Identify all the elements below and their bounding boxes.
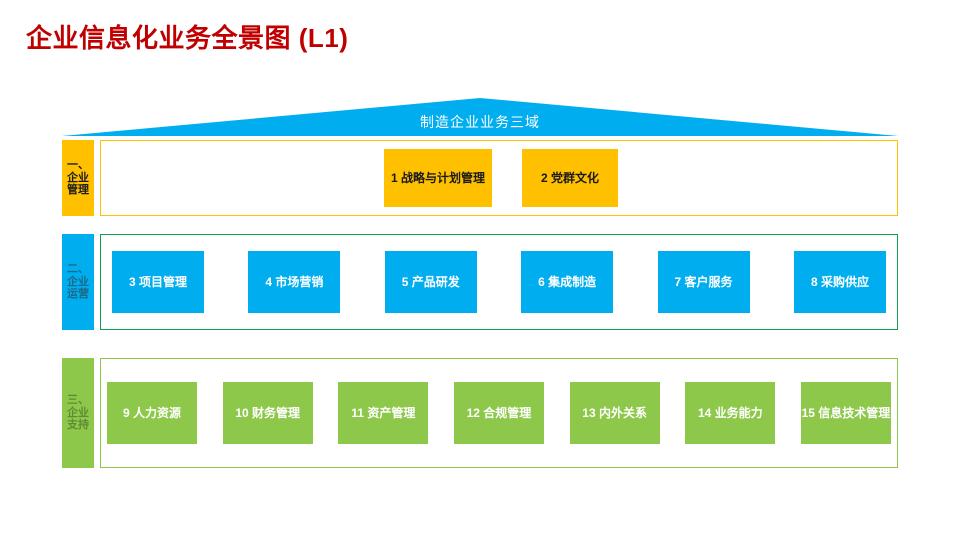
capability-box-12[interactable]: 12 合规管理	[453, 382, 544, 444]
row-tab-support[interactable]: 三、企业支持	[62, 358, 94, 468]
capability-box-3[interactable]: 3 项目管理	[112, 251, 204, 313]
row-boxes-support: 9 人力资源 10 财务管理 11 资产管理 12 合规管理 13 内外关系 1…	[100, 358, 898, 468]
page-title: 企业信息化业务全景图 (L1)	[26, 23, 349, 53]
roof-banner: 制造企业业务三域	[62, 98, 898, 136]
row-frame-management	[100, 140, 898, 216]
capability-box-8[interactable]: 8 采购供应	[793, 251, 886, 313]
capability-box-1[interactable]: 1 战略与计划管理	[384, 149, 492, 207]
capability-box-4[interactable]: 4 市场营销	[248, 251, 341, 313]
capability-box-14[interactable]: 14 业务能力	[685, 382, 776, 444]
row-enterprise-management: 一、企业管理 1 战略与计划管理 2 党群文化	[62, 140, 898, 216]
row-frame-operations	[100, 234, 898, 330]
row-tab-operations[interactable]: 二、企业运营	[62, 234, 94, 330]
row-tab-label-management: 一、企业管理	[67, 158, 89, 197]
row-boxes-operations: 3 项目管理 4 市场营销 5 产品研发 6 集成制造 7 客户服务 8 采购供…	[100, 234, 898, 330]
capability-box-11[interactable]: 11 资产管理	[338, 382, 429, 444]
capability-box-9[interactable]: 9 人力资源	[107, 382, 197, 444]
row-tab-management[interactable]: 一、企业管理	[62, 140, 94, 216]
row-enterprise-operations: 二、企业运营 3 项目管理 4 市场营销 5 产品研发 6 集成制造 7 客户服…	[62, 234, 898, 330]
capability-box-2[interactable]: 2 党群文化	[522, 149, 618, 207]
row-tab-label-support: 三、企业支持	[67, 393, 89, 432]
capability-box-10[interactable]: 10 财务管理	[222, 382, 313, 444]
capability-box-7[interactable]: 7 客户服务	[657, 251, 750, 313]
roof-label: 制造企业业务三域	[420, 114, 540, 130]
row-tab-label-operations: 二、企业运营	[67, 262, 89, 301]
capability-box-13[interactable]: 13 内外关系	[569, 382, 660, 444]
row-boxes-management: 1 战略与计划管理 2 党群文化	[100, 140, 898, 216]
capability-box-15[interactable]: 15 信息技术管理	[800, 382, 891, 444]
capability-box-6[interactable]: 6 集成制造	[521, 251, 614, 313]
row-enterprise-support: 三、企业支持 9 人力资源 10 财务管理 11 资产管理 12 合规管理 13…	[62, 358, 898, 468]
capability-box-5[interactable]: 5 产品研发	[384, 251, 477, 313]
